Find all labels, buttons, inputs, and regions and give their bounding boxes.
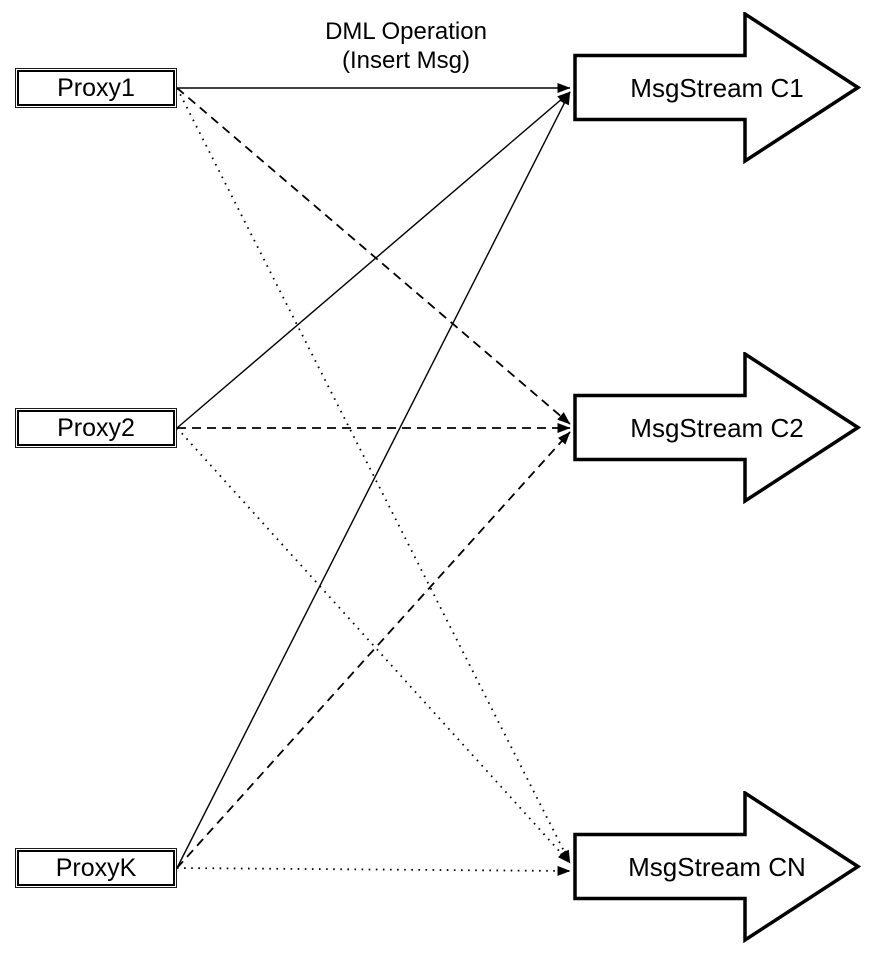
connector-proxyk-cn-dotted — [176, 865, 571, 876]
connector-proxy1-cn-dotted — [176, 87, 571, 864]
block-arrow-shape — [573, 12, 861, 164]
block-arrow-icon — [573, 352, 861, 504]
node-proxy1: Proxy1 — [15, 68, 177, 108]
block-arrow-icon — [573, 791, 861, 943]
node-proxy2-label: Proxy2 — [57, 413, 135, 442]
node-proxyk-label: ProxyK — [55, 853, 137, 882]
node-msgstream-c1-label: MsgStream C1 — [630, 72, 804, 103]
connector-proxy2-cn-dotted — [176, 427, 571, 864]
block-arrow-icon — [573, 12, 861, 164]
node-msgstream-c2: MsgStream C2 — [573, 352, 861, 504]
diagram-title-line2: (Insert Msg) — [341, 47, 470, 74]
node-msgstream-cn: MsgStream CN — [573, 791, 861, 943]
block-arrow-shape — [573, 791, 861, 943]
diagram-title: DML Operation (Insert Msg) — [256, 17, 556, 75]
node-proxy1-label: Proxy1 — [57, 73, 135, 102]
node-msgstream-cn-label: MsgStream CN — [628, 851, 806, 882]
connector-proxyk-c2-dashed — [176, 431, 571, 869]
connector-proxy1-c2-dashed — [176, 87, 571, 425]
connector-proxyk-c1-solid — [176, 91, 571, 869]
node-msgstream-c2-label: MsgStream C2 — [630, 412, 804, 443]
node-msgstream-c1: MsgStream C1 — [573, 12, 861, 164]
node-proxy2: Proxy2 — [15, 408, 177, 448]
node-proxyk: ProxyK — [15, 848, 177, 888]
diagram-title-line1: DML Operation — [325, 18, 487, 45]
connector-proxy2-c1-solid — [176, 91, 571, 429]
block-arrow-shape — [573, 352, 861, 504]
